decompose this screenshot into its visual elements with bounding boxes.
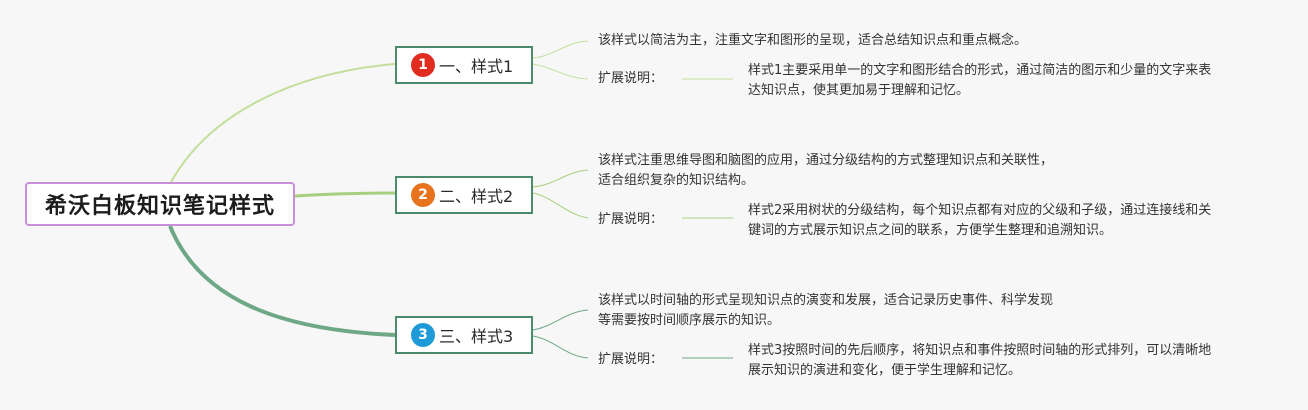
branch-1-ext-note[interactable]: 样式1主要采用单一的文字和图形结合的形式，通过简洁的图示和少量的文字来表 达知识…: [748, 63, 1212, 98]
branch-1-ext-label[interactable]: 扩展说明：: [598, 71, 664, 86]
branch-topic-3[interactable]: 3 三、样式3: [395, 316, 533, 354]
branch-topic-2-label: 二、样式2: [439, 187, 514, 206]
branch-topic-1[interactable]: 1 一、样式1: [395, 46, 533, 84]
branch-2-description[interactable]: 该样式注重思维导图和脑图的应用，通过分级结构的方式整理知识点和关联性， 适合组织…: [598, 153, 1054, 188]
branch-2-ext-note[interactable]: 样式2采用树状的分级结构，每个知识点都有对应的父级和子级，通过连接线和关 键词的…: [748, 203, 1212, 238]
branch-3-description[interactable]: 该样式以时间轴的形式呈现知识点的演变和发展，适合记录历史事件、科学发现 等需要按…: [598, 293, 1054, 328]
desc-link-1: [532, 40, 589, 59]
trunk-link-3: [168, 225, 396, 337]
branch-topic-1-label: 一、样式1: [439, 57, 514, 76]
branch-3-ext-label[interactable]: 扩展说明：: [598, 352, 664, 367]
branch-2-ext-label[interactable]: 扩展说明：: [598, 212, 664, 227]
trunk-link-1: [169, 63, 396, 185]
central-topic[interactable]: 希沃白板知识笔记样式: [25, 182, 295, 226]
number-badge-2: 2: [411, 183, 435, 207]
desc-link-3: [532, 309, 589, 331]
number-badge-1: 1: [411, 53, 435, 77]
ext-link-2: [532, 192, 589, 219]
trunk-link-2: [294, 191, 396, 198]
ext-link-1: [532, 63, 589, 80]
branch-3-ext-note[interactable]: 样式3按照时间的先后顺序，将知识点和事件按照时间轴的形式排列，可以清晰地 展示知…: [748, 343, 1212, 378]
number-badge-3: 3: [411, 323, 435, 347]
central-topic-title: 希沃白板知识笔记样式: [44, 194, 275, 219]
branch-topic-2[interactable]: 2 二、样式2: [395, 176, 533, 214]
desc-link-2: [532, 169, 589, 188]
ext-link-3: [532, 335, 589, 359]
branch-topic-3-label: 三、样式3: [439, 327, 514, 346]
branch-1-description[interactable]: 该样式以简洁为主，注重文字和图形的呈现，适合总结知识点和重点概念。: [598, 33, 1028, 48]
